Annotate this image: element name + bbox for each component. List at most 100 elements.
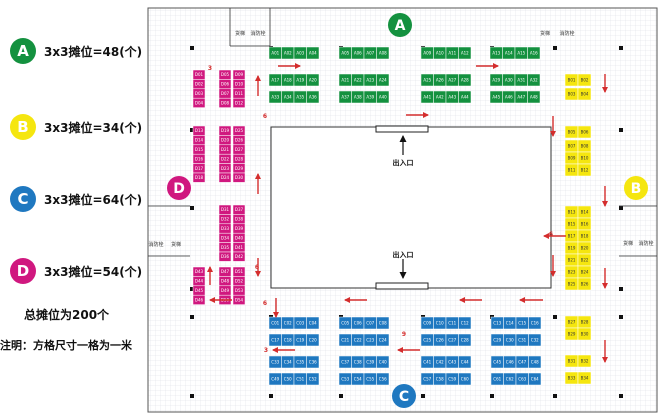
booth-label-d31: D31: [221, 207, 230, 212]
booth-label-c31: C31: [518, 338, 526, 343]
booth-label-b03: B03: [568, 92, 576, 97]
facility-label: 消防栓: [250, 30, 265, 37]
booth-a12[interactable]: [458, 46, 472, 60]
booth-label-b16: B16: [581, 222, 589, 227]
pillar: [619, 46, 623, 50]
booth-label-c09: C09: [423, 321, 431, 326]
booth-b30[interactable]: [577, 327, 592, 341]
booth-label-a28: A28: [461, 78, 469, 83]
booth-label-d01: D01: [195, 72, 204, 77]
booth-label-a31: A31: [517, 78, 525, 83]
booth-b32[interactable]: [577, 354, 592, 368]
booth-d04[interactable]: [192, 97, 206, 108]
booth-c44[interactable]: [458, 355, 472, 369]
booth-label-d53: D53: [235, 288, 244, 293]
booth-label-d28: D28: [235, 156, 244, 161]
booth-a16[interactable]: [527, 46, 541, 60]
booth-label-b28: B28: [581, 320, 589, 325]
booth-d18[interactable]: [192, 172, 206, 183]
booth-label-c23: C23: [366, 338, 374, 343]
booth-d24[interactable]: [218, 172, 232, 183]
booth-label-c05: C05: [341, 321, 349, 326]
booth-label-a10: A10: [436, 51, 444, 56]
facility-label: 消防栓: [148, 241, 163, 248]
legend-text-b: 3x3摊位=34(个): [44, 121, 143, 135]
booth-b26[interactable]: [577, 277, 592, 291]
booth-label-d42: D42: [235, 254, 244, 259]
booth-c20[interactable]: [306, 333, 320, 347]
booth-label-c58: C58: [436, 377, 444, 382]
booth-label-c41: C41: [423, 360, 431, 365]
entrance-bottom-bar: [375, 282, 429, 290]
booth-c40[interactable]: [376, 355, 390, 369]
booth-c64[interactable]: [528, 372, 542, 386]
booth-label-a41: A41: [423, 95, 431, 100]
booth-a04[interactable]: [306, 46, 320, 60]
booth-label-d12: D12: [235, 100, 244, 105]
booth-d12[interactable]: [232, 97, 246, 108]
booth-c04[interactable]: [306, 316, 320, 330]
booth-a44[interactable]: [458, 90, 472, 104]
booth-c28[interactable]: [458, 333, 472, 347]
booth-c48[interactable]: [528, 355, 542, 369]
booth-c32[interactable]: [528, 333, 542, 347]
dimension-label: 3: [208, 65, 212, 72]
booth-label-a39: A39: [366, 95, 374, 100]
booth-label-b04: B04: [581, 92, 589, 97]
booth-label-d08: D08: [221, 100, 230, 105]
booth-label-d33: D33: [221, 226, 230, 231]
booth-a20[interactable]: [306, 73, 320, 87]
booth-label-b19: B19: [568, 246, 576, 251]
booth-b34[interactable]: [577, 371, 592, 385]
booth-label-c40: C40: [379, 360, 387, 365]
legend-text-c: 3x3摊位=64(个): [44, 193, 143, 207]
booth-c12[interactable]: [458, 316, 472, 330]
booth-label-b26: B26: [581, 282, 589, 287]
booth-label-a44: A44: [461, 95, 469, 100]
booth-label-a11: A11: [448, 51, 456, 56]
facility-label: 货梯: [623, 240, 633, 247]
booth-label-c19: C19: [296, 338, 304, 343]
booth-label-c24: C24: [379, 338, 387, 343]
booth-d08[interactable]: [218, 97, 232, 108]
facility-label: 消防栓: [559, 30, 574, 37]
booth-d36[interactable]: [218, 251, 232, 262]
pillar: [190, 394, 194, 398]
booth-a40[interactable]: [376, 90, 390, 104]
booth-c24[interactable]: [376, 333, 390, 347]
booth-label-a33: A33: [271, 95, 279, 100]
booth-label-c37: C37: [341, 360, 349, 365]
booth-c08[interactable]: [376, 316, 390, 330]
booth-label-b12: B12: [581, 168, 589, 173]
pillar: [619, 394, 623, 398]
booth-a28[interactable]: [458, 73, 472, 87]
booth-b04[interactable]: [577, 87, 592, 101]
booth-a32[interactable]: [527, 73, 541, 87]
booth-c36[interactable]: [306, 355, 320, 369]
booth-b02[interactable]: [577, 73, 592, 87]
pillar: [339, 394, 343, 398]
booth-c52[interactable]: [306, 372, 320, 386]
pillar: [190, 287, 194, 291]
dimension-label: 9: [402, 331, 406, 338]
dimension-label: 6: [255, 264, 259, 271]
booth-label-d26: D26: [235, 138, 244, 143]
booth-a36[interactable]: [306, 90, 320, 104]
booth-b12[interactable]: [577, 163, 592, 177]
booth-c56[interactable]: [376, 372, 390, 386]
booth-label-a35: A35: [296, 95, 304, 100]
booth-a48[interactable]: [527, 90, 541, 104]
booth-label-d10: D10: [235, 82, 244, 87]
booth-label-c03: C03: [296, 321, 304, 326]
booth-c60[interactable]: [458, 372, 472, 386]
booth-c16[interactable]: [528, 316, 542, 330]
booth-a24[interactable]: [376, 73, 390, 87]
booth-a08[interactable]: [376, 46, 390, 60]
booth-b06[interactable]: [577, 125, 592, 139]
booth-d42[interactable]: [232, 251, 246, 262]
booth-d54[interactable]: [232, 294, 246, 305]
booth-label-c39: C39: [366, 360, 374, 365]
booth-d46[interactable]: [192, 294, 206, 305]
booth-label-b32: B32: [581, 359, 589, 364]
booth-d30[interactable]: [232, 172, 246, 183]
